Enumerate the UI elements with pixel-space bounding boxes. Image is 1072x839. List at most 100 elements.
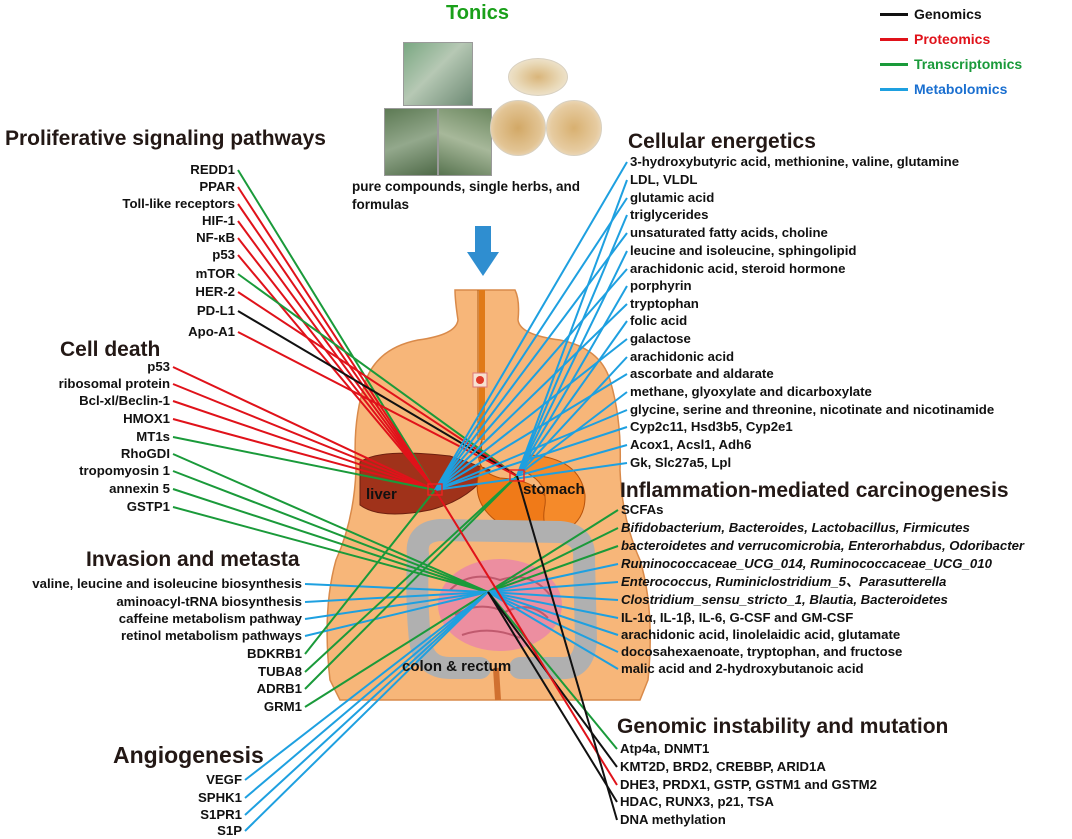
connection-line <box>487 591 619 653</box>
organ-label-stomach: stomach <box>523 481 585 498</box>
item-label: Acox1, Acsl1, Adh6 <box>630 437 752 452</box>
connection-line <box>487 591 619 619</box>
section-heading-genomic: Genomic instability and mutation <box>617 715 949 738</box>
connection-line <box>172 436 436 491</box>
legend-item: Metabolomics <box>880 81 1007 97</box>
item-label: tryptophan <box>630 296 699 311</box>
organ-label-colon: colon & rectum <box>402 658 512 675</box>
connection-line <box>487 509 619 593</box>
item-label: DNA methylation <box>620 812 726 827</box>
legend-label: Genomics <box>914 6 982 22</box>
stomach-marker-icon <box>509 469 525 482</box>
item-label: PD-L1 <box>196 303 235 318</box>
item-label: S1PR1 <box>200 807 242 822</box>
connection-line <box>434 232 628 491</box>
item-label: VEGF <box>206 772 242 787</box>
connection-line <box>487 527 619 593</box>
item-label: PPAR <box>199 179 235 194</box>
connection-line <box>172 400 436 491</box>
item-label: mTOR <box>195 266 235 281</box>
connection-line <box>237 186 436 491</box>
item-label: Ruminococcaceae_UCG_014, Ruminococcaceae… <box>621 556 992 571</box>
connection-line <box>172 383 436 491</box>
connection-line <box>304 489 436 655</box>
herb-photo-3 <box>438 108 492 176</box>
item-label: NF-κB <box>196 230 235 245</box>
section-heading-angiogenesis: Angiogenesis <box>113 742 264 768</box>
legend-swatch <box>880 62 908 66</box>
section-heading-energetics: Cellular energetics <box>628 130 816 153</box>
legend-swatch <box>880 12 908 16</box>
item-label: Toll-like receptors <box>122 196 235 211</box>
item-label: RhoGDI <box>120 446 170 461</box>
connection-line <box>516 444 628 477</box>
herb-photo-5 <box>490 100 546 156</box>
connection-line <box>487 591 619 670</box>
item-label: Bifidobacterium, Bacteroides, Lactobacil… <box>621 520 970 535</box>
connection-line <box>434 197 628 491</box>
item-label: ribosomal protein <box>58 376 170 391</box>
item-label: GRM1 <box>263 699 302 714</box>
connection-line <box>434 409 628 491</box>
connection-line <box>434 462 628 491</box>
item-label: p53 <box>147 359 170 374</box>
item-label: glycine, serine and threonine, nicotinat… <box>630 402 995 417</box>
connection-line <box>244 591 489 799</box>
connection-line <box>172 488 489 593</box>
item-label: arachidonic acid, linolelaidic acid, glu… <box>621 627 901 642</box>
item-label: Clostridium_sensu_stricto_1, Blautia, Ba… <box>621 592 948 607</box>
connection-line <box>237 331 518 477</box>
connection-line <box>516 179 628 477</box>
section-heading-inflammation: Inflammation-mediated carcinogenesis <box>620 479 1009 502</box>
item-label: Atp4a, DNMT1 <box>620 741 710 756</box>
herb-photo-4 <box>508 58 568 96</box>
herbs-caption-line-1: pure compounds, single herbs, and <box>352 179 581 194</box>
item-label: SCFAs <box>621 502 664 517</box>
connection-line <box>172 453 489 593</box>
connection-line <box>487 591 618 803</box>
connection-line <box>487 581 619 593</box>
item-label: arachidonic acid <box>630 349 735 364</box>
connection-line <box>516 391 628 477</box>
legend-label: Proteomics <box>914 31 991 47</box>
legend-label: Metabolomics <box>914 81 1008 97</box>
connection-line <box>172 366 436 491</box>
connection-line <box>172 506 489 593</box>
connection-line <box>434 338 628 491</box>
connection-line <box>244 591 489 816</box>
connection-line <box>434 268 628 491</box>
legend-item: Proteomics <box>880 31 990 47</box>
herbs-caption-line-2: formulas <box>352 197 410 212</box>
item-label: KMT2D, BRD2, CREBBP, ARID1A <box>620 759 826 774</box>
connection-line <box>237 169 436 491</box>
connection-lines <box>172 161 628 832</box>
item-label: valine, leucine and isoleucine biosynthe… <box>32 576 302 591</box>
item-label: Cyp2c11, Hsd3b5, Cyp2e1 <box>630 419 793 434</box>
item-label: MT1s <box>136 429 170 444</box>
connection-line <box>434 373 628 491</box>
connection-line <box>237 203 436 491</box>
item-label: tropomyosin 1 <box>79 463 170 478</box>
connection-line <box>434 303 628 491</box>
item-label: BDKRB1 <box>247 646 302 661</box>
item-label: arachidonic acid, steroid hormone <box>630 261 846 276</box>
section-heading-invasion: Invasion and metasta <box>86 548 300 571</box>
item-label: annexin 5 <box>109 481 170 496</box>
item-label: Apo-A1 <box>188 324 235 339</box>
legend-item: Genomics <box>880 6 982 22</box>
item-label: HMOX1 <box>123 411 170 426</box>
connection-line <box>434 489 618 786</box>
connection-line <box>487 591 619 636</box>
item-label: Gk, Slc27a5, Lpl <box>630 455 732 470</box>
connection-line <box>304 475 518 690</box>
item-label: p53 <box>212 247 235 262</box>
item-label: triglycerides <box>630 207 709 222</box>
item-label: ascorbate and aldarate <box>630 366 774 381</box>
connection-line <box>244 591 489 781</box>
organ-markers <box>427 372 525 496</box>
connection-line <box>172 470 489 593</box>
down-arrow-icon <box>467 226 499 276</box>
item-label: methane, glyoxylate and dicarboxylate <box>630 384 872 399</box>
